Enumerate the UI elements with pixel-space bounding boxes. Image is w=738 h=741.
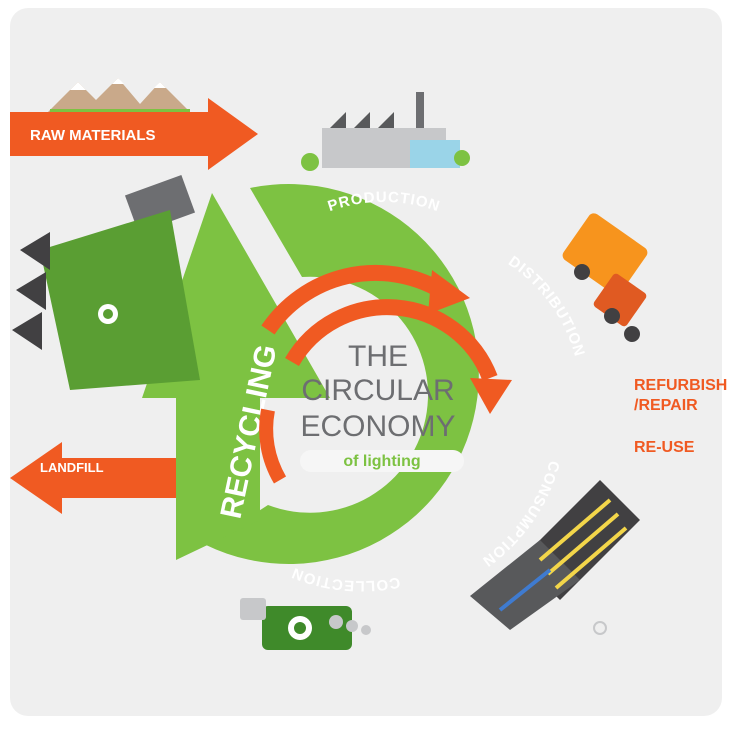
title-line-1: THE: [348, 340, 408, 373]
refurbish-label: REFURBISH: [634, 377, 727, 394]
delivery-truck-icon: [562, 213, 648, 342]
title-line-2: CIRCULAR: [301, 374, 454, 407]
subtitle: of lighting: [343, 453, 420, 470]
raw-materials-label: RAW MATERIALS: [30, 127, 156, 144]
collection-label: COLLECTION: [289, 564, 402, 595]
repair-label: /REPAIR: [634, 397, 698, 414]
city-buildings-icon: [470, 480, 640, 635]
subtitle-pill: [300, 450, 464, 472]
collection-truck-icon: [240, 598, 371, 650]
landfill-label: LANDFILL: [40, 460, 104, 475]
recycling-plant-icon: [12, 174, 200, 390]
mountains-icon: [48, 78, 190, 115]
landfill-loop-arrow: [259, 408, 287, 484]
raw-materials-arrow: RAW MATERIALS: [10, 98, 258, 170]
landfill-arrow: LANDFILL: [10, 442, 200, 514]
title-line-3: ECONOMY: [300, 410, 455, 443]
reuse-loop-arrow: [285, 299, 512, 414]
reuse-label: RE-USE: [634, 439, 695, 456]
refurbish-loop-arrow: [261, 264, 470, 335]
factory-icon: [301, 92, 470, 171]
